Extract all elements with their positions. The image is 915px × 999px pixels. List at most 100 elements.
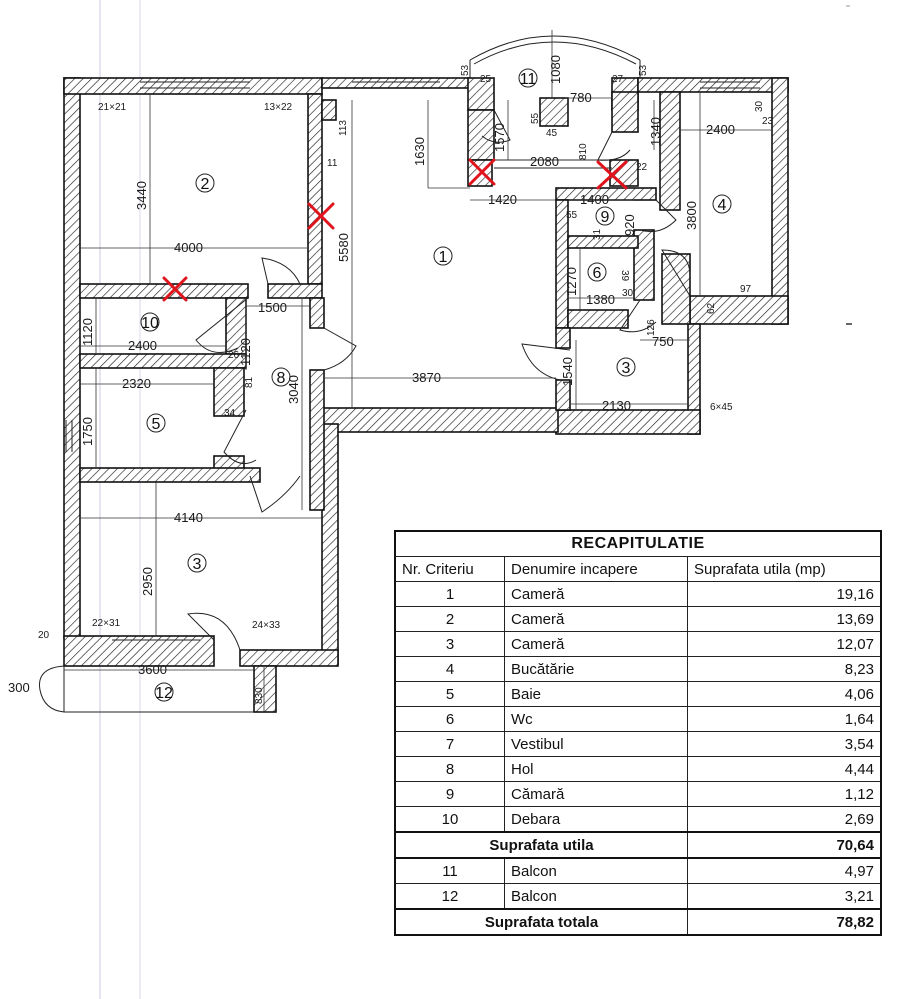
- cell-area: 13,69: [687, 606, 882, 632]
- total-label: Suprafata totala: [394, 908, 688, 936]
- cell-area: 4,97: [687, 857, 882, 884]
- header-suprafata: Suprafata utila (mp): [687, 556, 882, 582]
- room-label-6: 6: [593, 265, 602, 282]
- red-x-marks: [162, 158, 628, 302]
- room-label-10: 10: [141, 315, 159, 332]
- dim-label: 810: [578, 143, 589, 160]
- dim-label: 1750: [80, 417, 95, 446]
- x-mark-icon: [596, 160, 628, 190]
- cell-nr: 9: [394, 781, 505, 807]
- dim-label: 2080: [530, 154, 559, 169]
- room-label-3: 3: [193, 556, 202, 573]
- cell-nr: 11: [394, 857, 505, 884]
- room-label-3-vestibule: 3: [622, 360, 631, 377]
- cell-area: 4,06: [687, 681, 882, 707]
- dim-label: 34: [224, 408, 236, 419]
- balcony-12: [39, 665, 277, 713]
- room-labels: 2 1 11 4 9 6 3 10 8 5 3 12: [140, 68, 732, 702]
- total-value: 78,82: [687, 908, 882, 936]
- dim-label: 53: [638, 64, 649, 76]
- cell-nr: 7: [394, 731, 505, 757]
- cell-nr: 5: [394, 681, 505, 707]
- dim-label: 920: [622, 214, 637, 236]
- room-label-11: 11: [520, 71, 537, 88]
- dim-label: 1380: [586, 292, 615, 307]
- dimension-lines: [64, 30, 772, 712]
- recap-header-row: Nr. Criteriu Denumire incapere Suprafata…: [394, 556, 882, 582]
- windows: [65, 81, 760, 641]
- dim-label: 750: [652, 334, 674, 349]
- dim-label: 5580: [336, 233, 351, 262]
- cell-area: 3,21: [687, 883, 882, 910]
- cell-name: Debara: [504, 806, 688, 833]
- dim-label: 25: [480, 74, 492, 85]
- recapitulation-table: RECAPITULATIE Nr. Criteriu Denumire inca…: [394, 530, 882, 936]
- dim-label: 6×45: [710, 402, 733, 413]
- dim-label: 30: [754, 100, 765, 112]
- dim-label: 1630: [412, 137, 427, 166]
- dim-label: 27: [612, 74, 624, 85]
- dim-label: 97: [740, 284, 752, 295]
- dim-label: 23: [762, 116, 774, 127]
- dim-label: 2400: [706, 122, 735, 137]
- dim-label: 20: [38, 630, 50, 641]
- dim-label: 780: [570, 90, 592, 105]
- cell-name: Baie: [504, 681, 688, 707]
- room-label-5: 5: [152, 416, 161, 433]
- cell-name: Hol: [504, 756, 688, 782]
- dim-label: 1570: [492, 123, 507, 152]
- dim-label: 4000: [174, 240, 203, 255]
- x-mark-icon: [162, 276, 188, 302]
- dim-label: 81: [244, 376, 255, 388]
- subtotal-value: 70,64: [687, 831, 882, 859]
- room-label-4: 4: [718, 197, 727, 214]
- cell-area: 1,12: [687, 781, 882, 807]
- dim-label: 39: [619, 270, 630, 282]
- dim-label: 1120: [238, 338, 253, 366]
- cell-nr: 3: [394, 631, 505, 657]
- dim-label: 4140: [174, 510, 203, 525]
- cell-area: 12,07: [687, 631, 882, 657]
- dim-label: 3800: [684, 201, 699, 230]
- cell-name: Vestibul: [504, 731, 688, 757]
- x-mark-icon: [307, 202, 335, 230]
- header-criteriu: Nr. Criteriu: [394, 556, 505, 582]
- room-label-12: 12: [155, 685, 173, 702]
- cell-name: Cameră: [504, 581, 688, 607]
- cell-area: 1,64: [687, 706, 882, 732]
- recap-title: RECAPITULATIE: [394, 530, 882, 557]
- room-label-2: 2: [201, 176, 210, 193]
- header-denumire: Denumire incapere: [504, 556, 688, 582]
- dim-label: 26: [228, 350, 240, 361]
- cell-nr: 10: [394, 806, 505, 833]
- cell-nr: 8: [394, 756, 505, 782]
- dim-label: 1420: [488, 192, 517, 207]
- dim-label: 62: [706, 302, 717, 314]
- dim-label: 24×33: [252, 620, 281, 631]
- cell-area: 8,23: [687, 656, 882, 682]
- dim-label: 1080: [548, 55, 563, 84]
- dim-label: 1340: [648, 117, 663, 146]
- cell-nr: 12: [394, 883, 505, 910]
- dim-label: 300: [8, 680, 30, 695]
- dim-label: 2320: [122, 376, 151, 391]
- dim-label: 21×21: [98, 102, 127, 113]
- cell-nr: 2: [394, 606, 505, 632]
- dim-label: 55: [530, 112, 541, 124]
- dim-label: 1400: [580, 192, 609, 207]
- dim-label: 53: [460, 64, 471, 76]
- subtotal-label: Suprafata utila: [394, 831, 688, 859]
- cell-name: Cămară: [504, 781, 688, 807]
- subtotal-row: Suprafata utila 70,64: [394, 831, 882, 859]
- cell-area: 4,44: [687, 756, 882, 782]
- cell-nr: 6: [394, 706, 505, 732]
- dim-label: 55: [566, 210, 578, 221]
- cell-name: Bucătărie: [504, 656, 688, 682]
- dim-label: 13×22: [264, 102, 293, 113]
- dim-label: 2400: [128, 338, 157, 353]
